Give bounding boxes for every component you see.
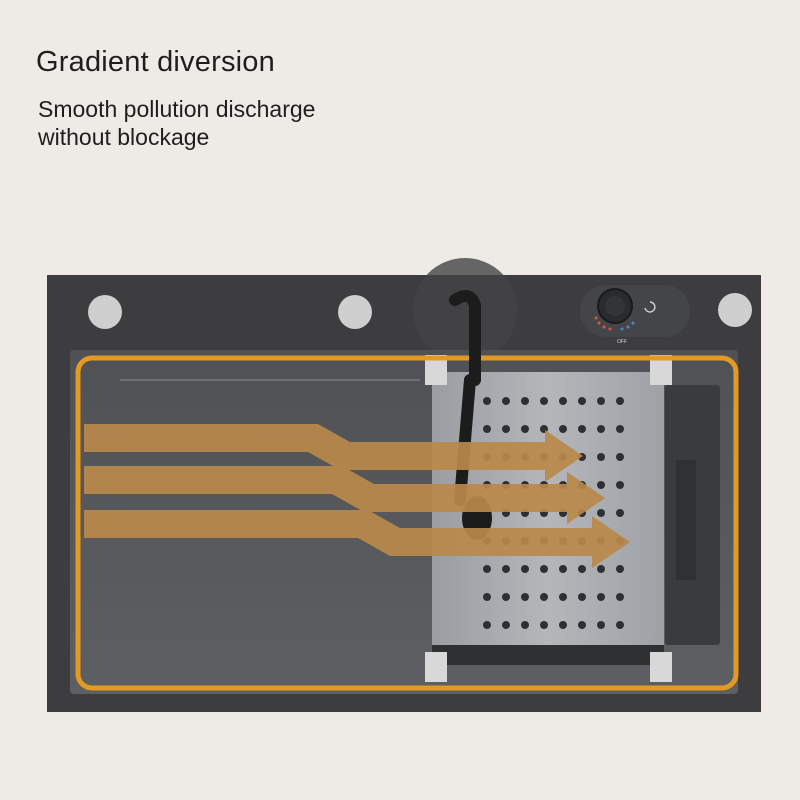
subline-line-1: Smooth pollution discharge xyxy=(38,96,316,122)
knob-off-label: OFF xyxy=(617,339,627,345)
flow-arrows xyxy=(84,424,630,568)
headline: Gradient diversion xyxy=(36,46,275,78)
knob-indicator-dots xyxy=(594,316,635,331)
control-panel xyxy=(580,285,690,337)
faucet-base xyxy=(413,258,517,362)
flow-arrow-icon xyxy=(84,424,583,482)
tap-hole-icon xyxy=(718,293,752,327)
drain-tray-holes xyxy=(482,396,627,646)
flow-arrow-icon xyxy=(84,466,605,524)
subline-line-2: without blockage xyxy=(38,124,210,150)
flow-arrow-icon xyxy=(84,510,630,568)
tap-hole-icon xyxy=(338,295,372,329)
subline: Smooth pollution discharge without block… xyxy=(38,95,315,151)
tap-hole-icon xyxy=(88,295,122,329)
basin-highlight-outline xyxy=(75,355,739,691)
